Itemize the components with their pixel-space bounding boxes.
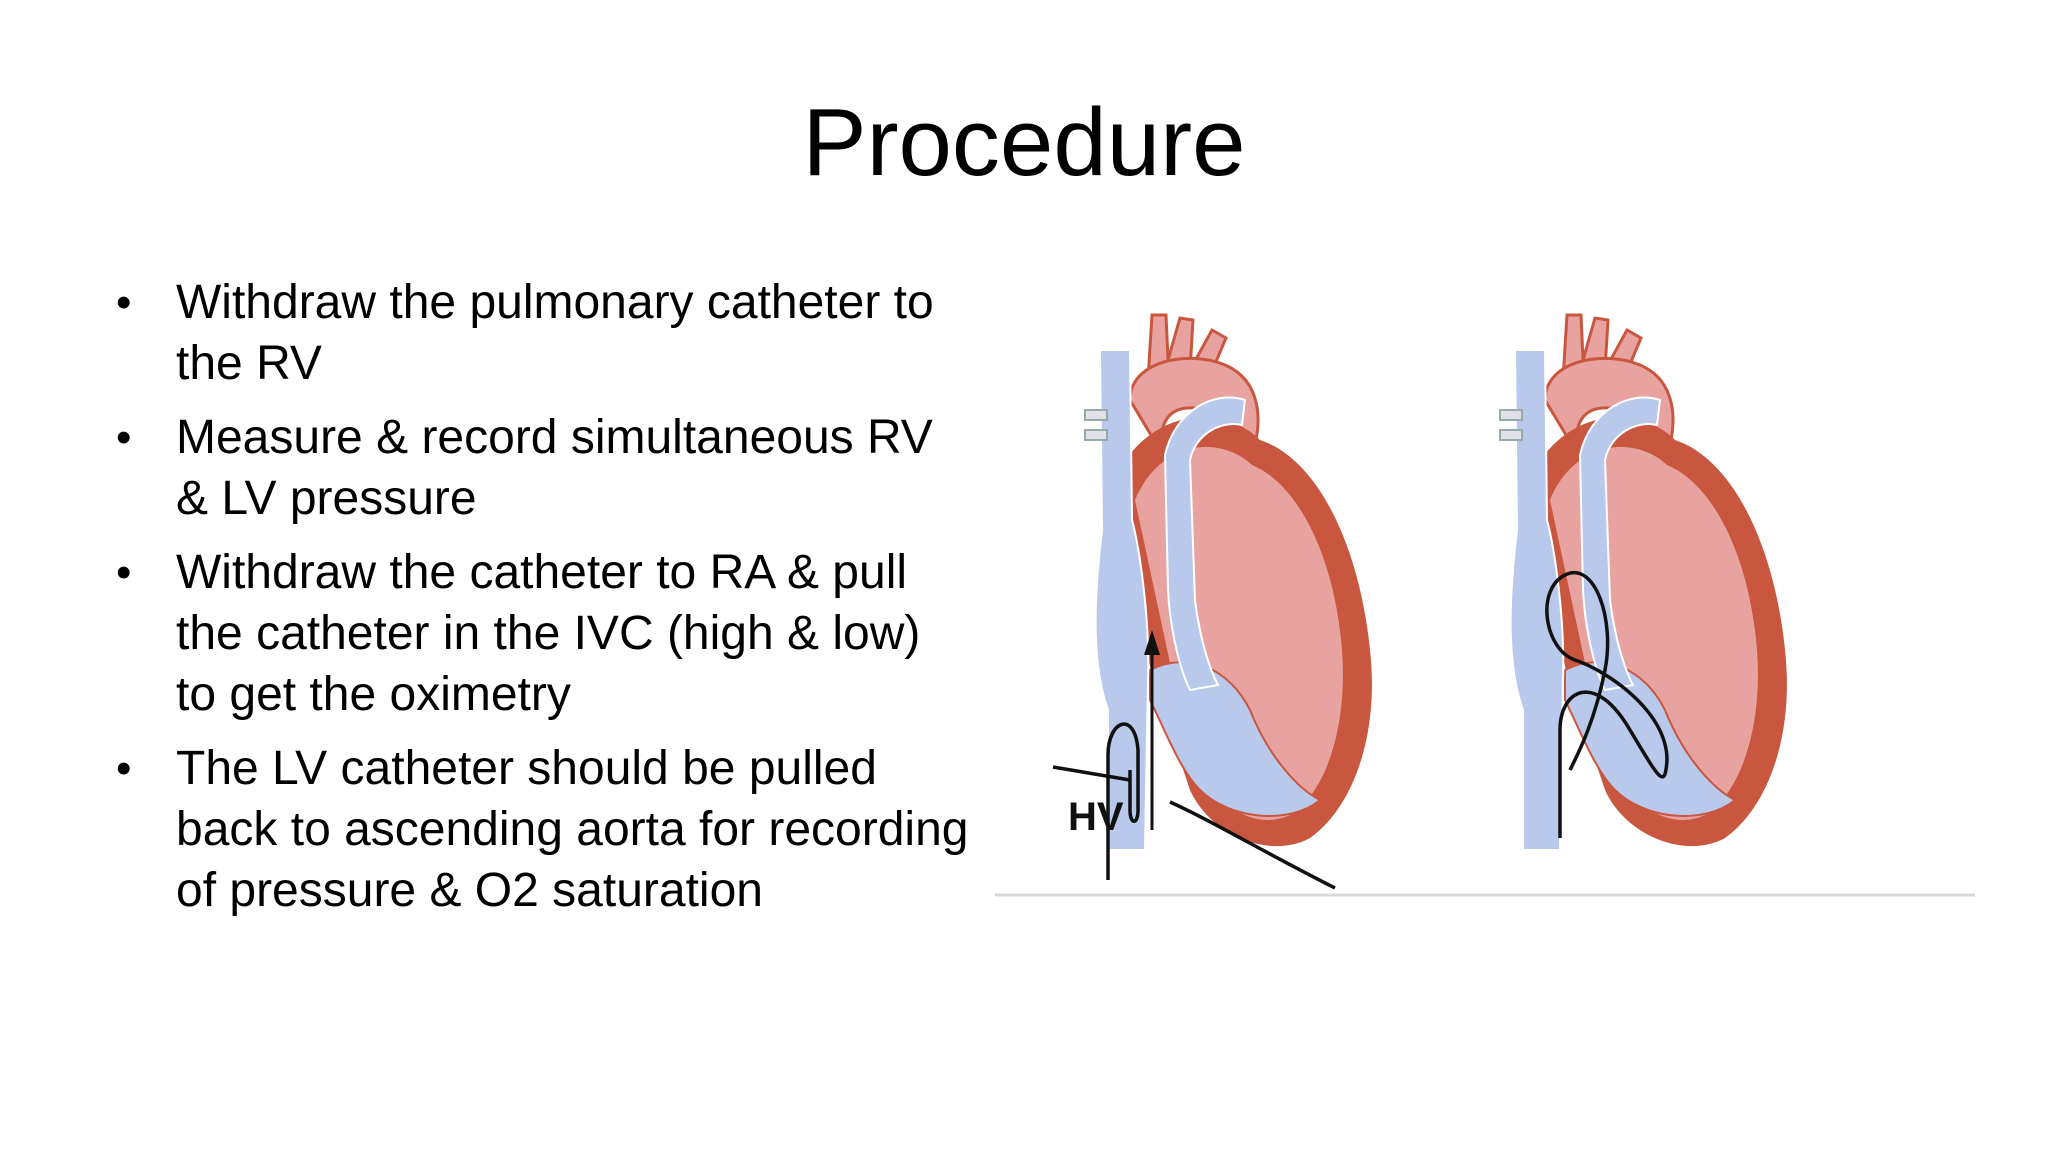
hv-label: HV — [1068, 795, 1124, 839]
vein-stub-right — [1499, 409, 1523, 421]
pulmonary-artery-left — [1163, 396, 1247, 692]
heart-right — [1499, 313, 1787, 851]
vena-cava-right — [1509, 349, 1565, 851]
bullet-item: • Measure & record simultaneous RV & LV … — [112, 407, 972, 529]
hv-line-lower — [1169, 800, 1336, 890]
bullet-text: Withdraw the pulmonary catheter to the R… — [176, 276, 934, 390]
catheter-right — [1545, 571, 1669, 838]
hv-line-upper — [1052, 765, 1131, 782]
bullet-item: • Withdraw the pulmonary catheter to the… — [112, 272, 972, 394]
catheter-left — [1106, 722, 1140, 880]
bullet-dot: • — [116, 278, 132, 327]
vena-cava-left — [1094, 349, 1150, 851]
ventricle-blue-left — [1149, 661, 1322, 817]
bullet-item: • Withdraw the catheter to RA & pull the… — [112, 542, 972, 725]
vein-stub-left — [1084, 409, 1108, 421]
bullet-text: Withdraw the catheter to RA & pull the c… — [176, 546, 921, 721]
vein-stub-left — [1084, 429, 1108, 441]
bullet-text: The LV catheter should be pulled back to… — [176, 742, 969, 917]
slide-title: Procedure — [802, 89, 1246, 196]
heart-left — [1084, 313, 1372, 851]
bullet-dot: • — [116, 548, 132, 597]
arrowhead-left — [1144, 630, 1160, 655]
bullet-dot: • — [116, 413, 132, 462]
pulmonary-artery-right — [1578, 396, 1662, 692]
vein-stub-right — [1499, 429, 1523, 441]
bullet-dot: • — [116, 744, 132, 793]
bullet-text: Measure & record simultaneous RV & LV pr… — [176, 411, 933, 525]
bullet-item: • The LV catheter should be pulled back … — [112, 738, 972, 921]
bullet-list: • Withdraw the pulmonary catheter to the… — [112, 272, 972, 934]
heart-catheter-illustration: HV — [990, 290, 1990, 930]
